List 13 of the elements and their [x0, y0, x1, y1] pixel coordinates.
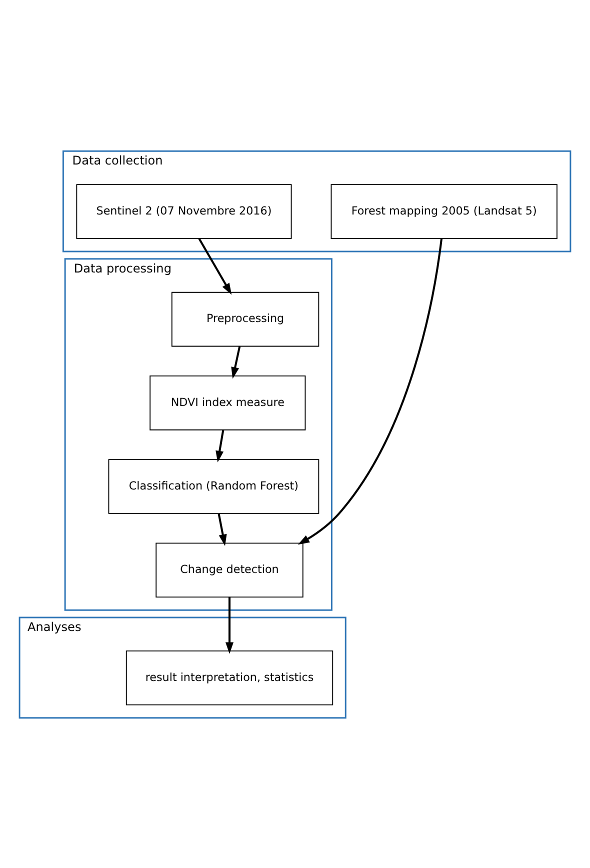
node-box: Preprocessing	[171, 291, 320, 346]
arrow	[298, 238, 443, 544]
arrow	[218, 513, 227, 546]
node-box: NDVI index measure	[150, 375, 306, 430]
node-box: Classification (Random Forest)	[108, 458, 320, 514]
arrow	[198, 238, 232, 294]
node-box: Change detection	[156, 542, 304, 598]
node-box: Sentinel 2 (07 Novembre 2016)	[76, 184, 292, 238]
node-box: Forest mapping 2005 (Landsat 5)	[330, 184, 558, 238]
arrow	[225, 596, 234, 654]
arrow	[216, 429, 224, 462]
node-box: result interpretation, statistics	[126, 650, 334, 705]
arrow	[231, 346, 241, 378]
